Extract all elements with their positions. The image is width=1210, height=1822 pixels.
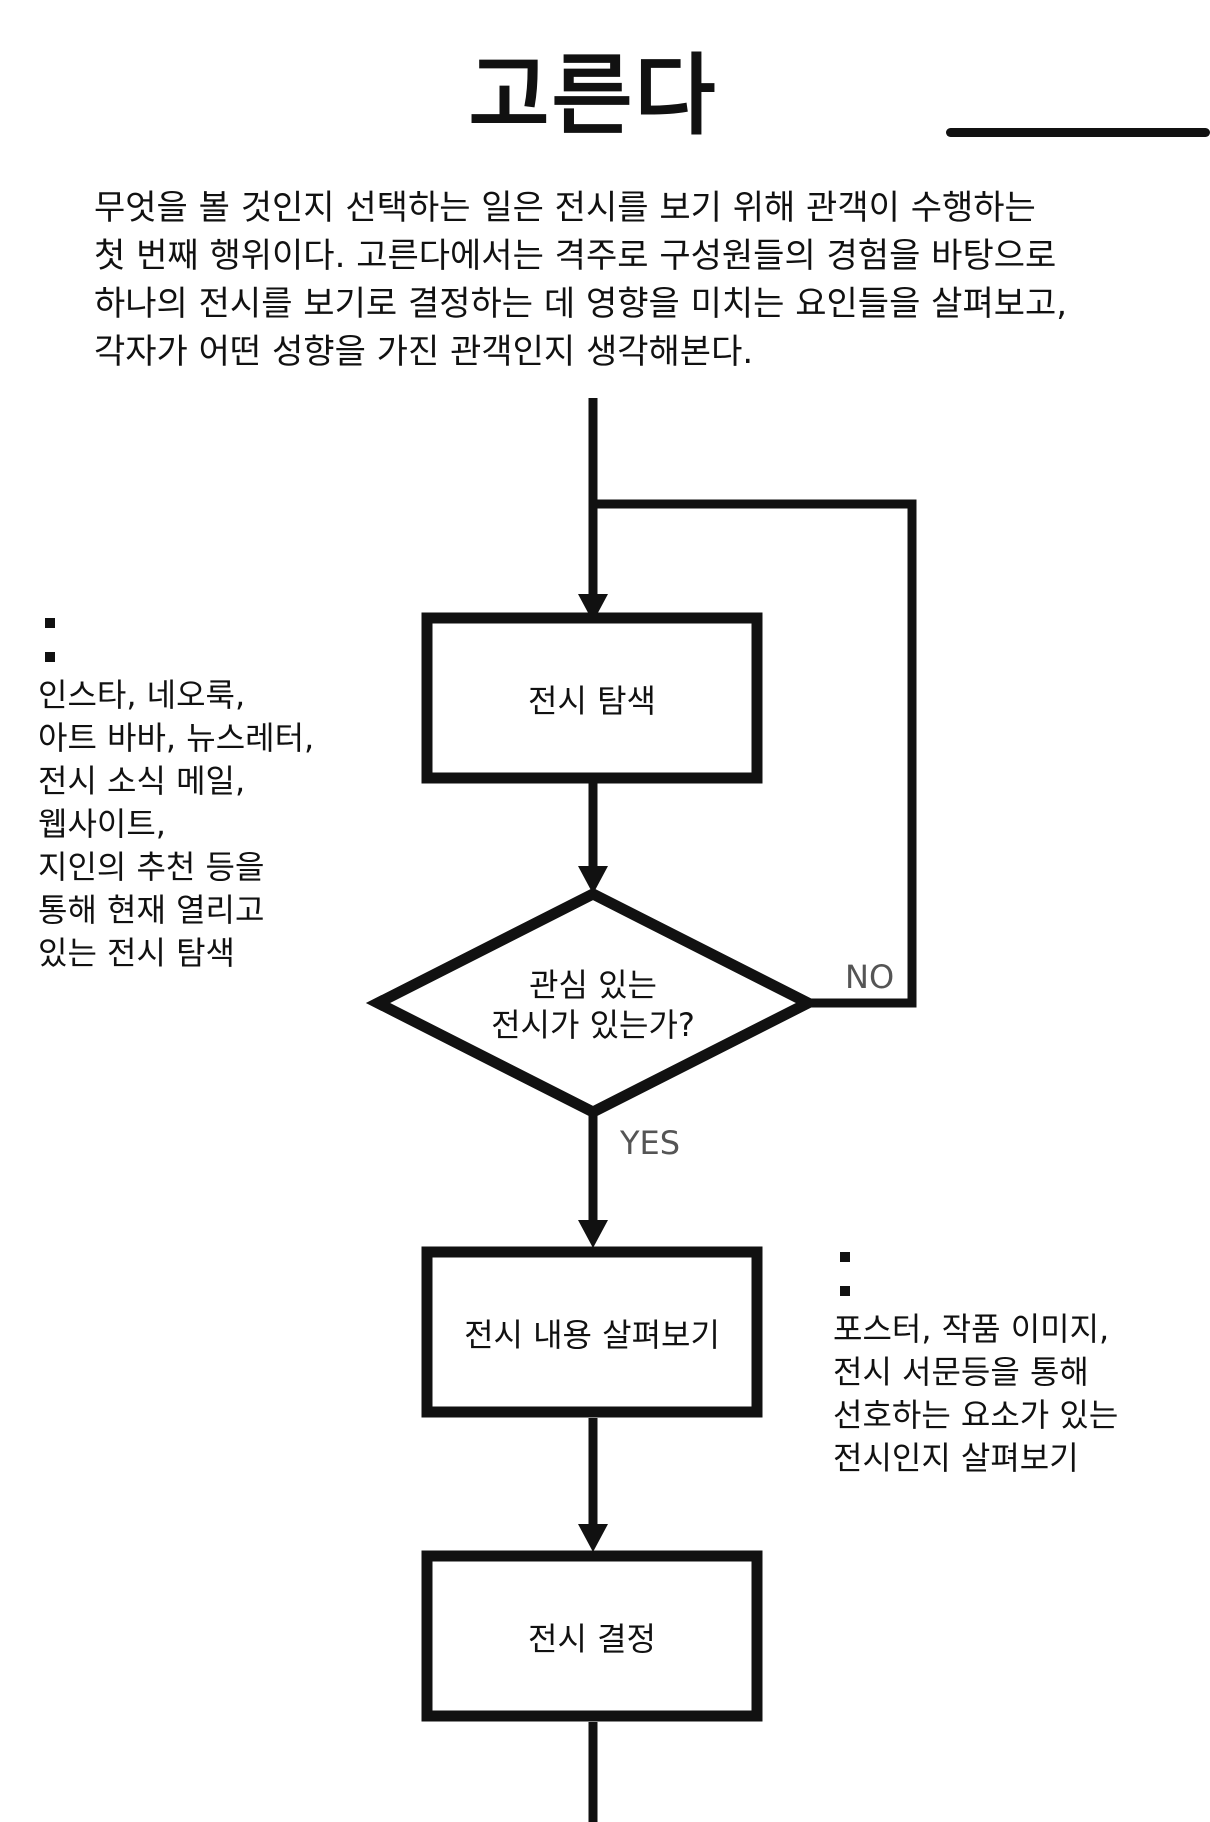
- note-left: 인스타, 네오룩, 아트 바바, 뉴스레터, 전시 소식 메일, 웹사이트, 지…: [38, 674, 314, 975]
- note-line: 통해 현재 열리고: [38, 891, 265, 929]
- page-title: 고른다: [468, 44, 718, 147]
- node-decision-line: 전시가 있는가?: [491, 1006, 695, 1044]
- node-review: [421, 1246, 763, 1418]
- branch-label-yes: YES: [619, 1124, 680, 1162]
- note-left-bullet-dot: [45, 652, 55, 662]
- intro-line: 각자가 어떤 성향을 가진 관객인지 생각해본다.: [94, 332, 754, 372]
- intro-line: 첫 번째 행위이다. 고른다에서는 격주로 구성원들의 경험을 바탕으로: [94, 236, 1057, 276]
- node-explore: [421, 612, 763, 784]
- node-explore-label: 전시 탐색: [528, 682, 656, 720]
- note-line: 인스타, 네오룩,: [38, 676, 246, 714]
- note-left-bullet-dot: [45, 618, 55, 628]
- node-decide-label: 전시 결정: [528, 1620, 656, 1658]
- note-line: 지인의 추천 등을: [38, 848, 265, 886]
- no-loop-connector: [593, 499, 917, 1008]
- note-line: 전시 서문등을 통해: [833, 1353, 1089, 1391]
- note-right: 포스터, 작품 이미지, 전시 서문등을 통해 선호하는 요소가 있는 전시인지…: [833, 1308, 1118, 1480]
- node-decision-line: 관심 있는: [529, 966, 657, 1004]
- intro-line: 하나의 전시를 보기로 결정하는 데 영향을 미치는 요인들을 살펴보고,: [94, 284, 1068, 324]
- note-line: 전시 소식 메일,: [38, 762, 246, 800]
- intro-line: 무엇을 볼 것인지 선택하는 일은 전시를 보기 위해 관객이 수행하는: [94, 188, 1036, 228]
- arrowhead-to-review: [578, 1220, 608, 1248]
- note-line: 웹사이트,: [38, 805, 166, 843]
- title-underline: [946, 128, 1210, 137]
- note-line: 있는 전시 탐색: [38, 934, 235, 972]
- note-line: 전시인지 살펴보기: [833, 1439, 1079, 1477]
- note-line: 포스터, 작품 이미지,: [833, 1310, 1110, 1348]
- note-line: 아트 바바, 뉴스레터,: [38, 719, 315, 757]
- node-review-label: 전시 내용 살펴보기: [464, 1316, 720, 1354]
- node-decision: [365, 887, 821, 1119]
- note-line: 선호하는 요소가 있는: [833, 1396, 1119, 1434]
- arrowhead-to-decide: [578, 1524, 608, 1552]
- note-right-bullet-dot: [840, 1286, 850, 1296]
- intro-paragraph: 무엇을 볼 것인지 선택하는 일은 전시를 보기 위해 관객이 수행하는 첫 번…: [94, 184, 1114, 376]
- arrowhead-to-decision: [578, 866, 608, 894]
- branch-label-no: NO: [845, 958, 894, 996]
- node-decide: [421, 1550, 763, 1722]
- note-right-bullet-dot: [840, 1252, 850, 1262]
- arrowhead-to-explore: [578, 594, 608, 622]
